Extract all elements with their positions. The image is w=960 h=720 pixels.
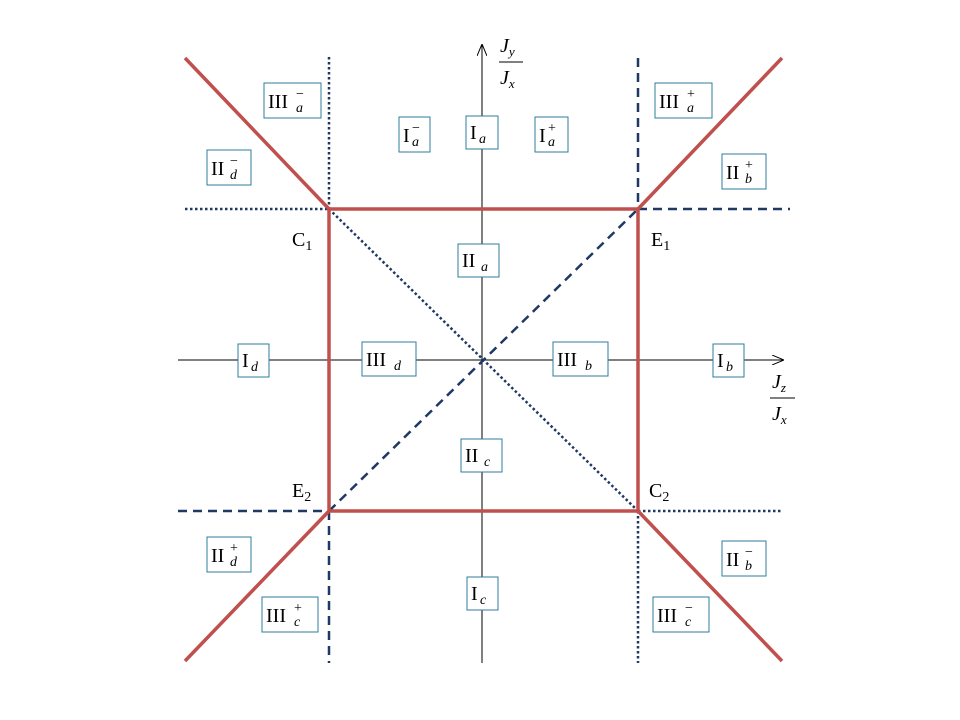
boundary-ray-upper-left: [183, 56, 331, 211]
region-text: III−c: [657, 601, 693, 630]
region-text: III−a: [268, 87, 304, 116]
axis-label-jz: J: [772, 371, 782, 393]
region-box: [712, 343, 745, 378]
region-text: III+a: [659, 87, 695, 116]
svg-text:Jx: Jx: [500, 67, 515, 91]
region-text: II−b: [726, 545, 753, 574]
region-box: [206, 536, 252, 573]
region-box: [206, 149, 252, 186]
region-label-iid-minus: II−d: [206, 149, 252, 186]
region-text: II+d: [211, 541, 238, 570]
horizontal-axis-label: Jz Jx: [770, 371, 795, 427]
region-text: III+c: [266, 601, 302, 630]
region-label-ia-minus: I−a: [398, 116, 431, 153]
region-label-iiia-minus: III−a: [263, 82, 322, 119]
region-box: [237, 343, 270, 378]
region-box: [457, 243, 500, 278]
region-text: I+a: [539, 121, 556, 150]
region-label-iiic-plus: III+c: [261, 596, 319, 633]
region-box: [552, 341, 609, 377]
region-box: [460, 438, 503, 473]
region-text: I−a: [403, 121, 420, 150]
region-text: II−d: [211, 154, 238, 183]
central-square-boundary: [327, 207, 640, 513]
region-label-iib-plus: II+b: [721, 153, 767, 190]
region-box: [534, 116, 569, 153]
region-label-iid-plus: II+d: [206, 536, 252, 573]
region-box: [398, 116, 431, 153]
region-text: II+b: [726, 158, 753, 187]
region-box: [721, 540, 767, 577]
boundary-ray-lower-left: [183, 509, 331, 663]
region-box: [361, 341, 417, 377]
point-c2: C2: [649, 480, 669, 505]
region-box: [465, 115, 499, 150]
axis-label-jy: J: [500, 35, 510, 57]
region-box: [654, 82, 713, 119]
point-c1: C1: [292, 229, 312, 254]
boundary-ray-lower-right: [636, 509, 784, 663]
region-label-ia-plus: I+a: [534, 116, 569, 153]
point-e1: E1: [651, 229, 670, 254]
region-label-iib-minus: II−b: [721, 540, 767, 577]
boundary-ray-upper-right: [636, 56, 784, 211]
region-box: [466, 576, 499, 611]
svg-text:Jy: Jy: [500, 35, 515, 59]
region-label-iiic-minus: III−c: [652, 596, 710, 633]
region-box: [263, 82, 322, 119]
svg-text:Jx: Jx: [772, 403, 787, 427]
region-box: [652, 596, 710, 633]
dashed-line-diagonal-e2-e1: [328, 208, 639, 512]
region-box: [721, 153, 767, 190]
point-e2: E2: [292, 480, 311, 505]
region-box: [261, 596, 319, 633]
vertical-axis-label: Jy Jx: [499, 35, 523, 91]
region-label-iiia-plus: III+a: [654, 82, 713, 119]
axis-label-jx2: J: [772, 403, 782, 425]
axis-label-jx: J: [500, 67, 510, 89]
svg-text:Jz: Jz: [772, 371, 786, 395]
